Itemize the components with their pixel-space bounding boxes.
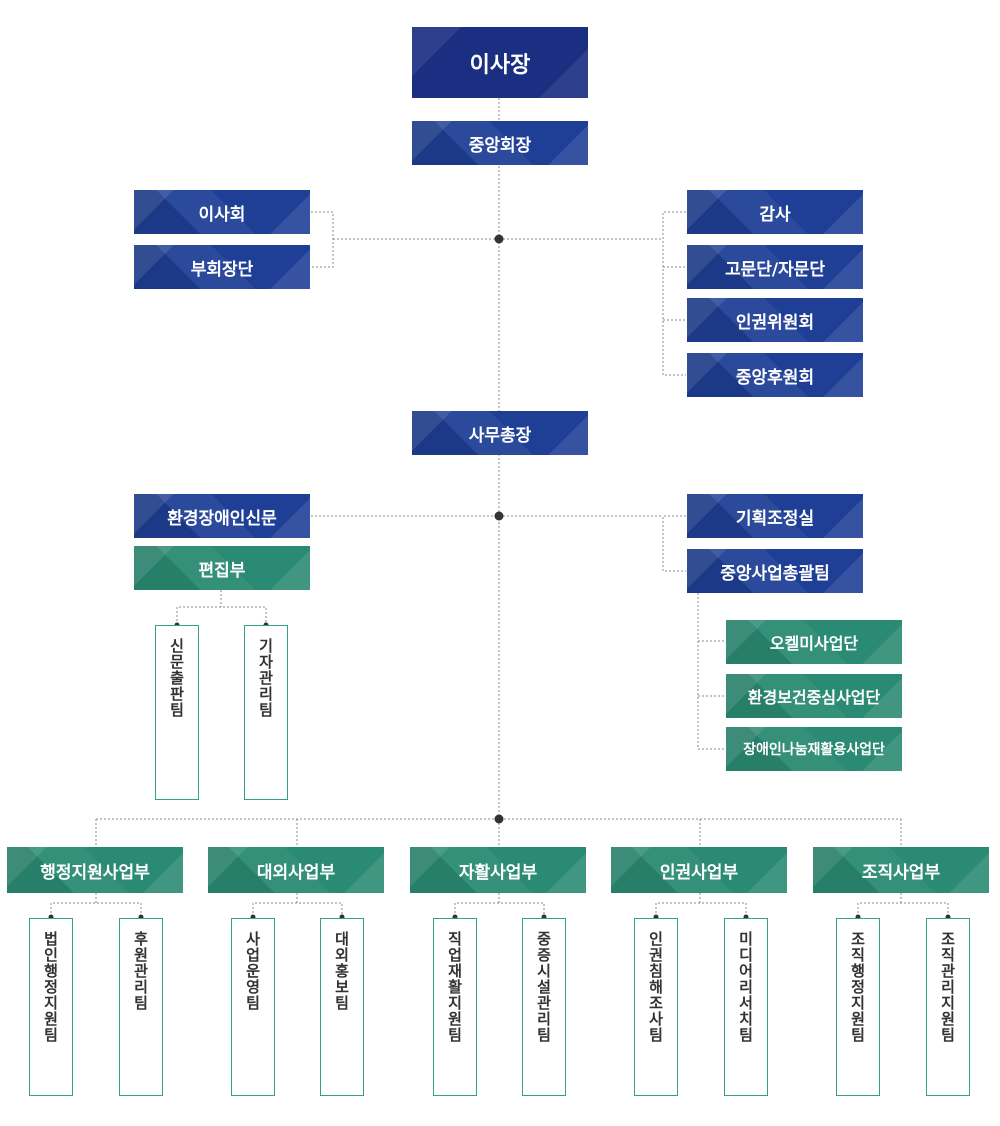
newspaper-label: 환경장애인신문	[167, 508, 277, 529]
sponsors-label: 중앙후원회	[735, 367, 815, 388]
advisory-label: 고문단/자문단	[724, 259, 826, 280]
team-box: 신문출판팀	[155, 625, 199, 800]
team-label: 대외홍보팀	[332, 931, 351, 1011]
division-label: 자활사업부	[458, 862, 538, 883]
team-box: 직업재활지원팀	[433, 918, 477, 1096]
team-label: 직업재활지원팀	[445, 931, 464, 1043]
audit-box: 감사	[687, 190, 863, 234]
project-unit-label: 장애인나눔재활용사업단	[743, 742, 885, 758]
project-unit-label: 환경보건중심사업단	[747, 688, 881, 707]
audit-label: 감사	[759, 204, 791, 225]
president-box: 중앙회장	[412, 121, 588, 165]
human-rights-committee-box: 인권위원회	[687, 298, 863, 342]
division-label: 대외사업부	[256, 862, 336, 883]
team-label: 조직행정지원팀	[848, 931, 867, 1043]
president-label: 중앙회장	[468, 135, 532, 156]
secretary-general-box: 사무총장	[412, 411, 588, 455]
vice-presidents-label: 부회장단	[190, 259, 254, 280]
team-box: 중증시설관리팀	[522, 918, 566, 1096]
division-box: 행정지원사업부	[7, 847, 183, 893]
planning-office-label: 기획조정실	[735, 508, 815, 529]
team-box: 조직행정지원팀	[836, 918, 880, 1096]
division-label: 인권사업부	[659, 862, 739, 883]
team-box: 사업운영팀	[231, 918, 275, 1096]
division-box: 대외사업부	[208, 847, 384, 893]
team-label: 조직관리지원팀	[938, 931, 957, 1043]
vice-presidents-box: 부회장단	[134, 245, 310, 289]
division-box: 조직사업부	[813, 847, 989, 893]
secretary-general-label: 사무총장	[468, 425, 532, 446]
editorial-label: 편집부	[198, 560, 246, 581]
planning-office-box: 기획조정실	[687, 494, 863, 538]
division-label: 행정지원사업부	[40, 862, 150, 883]
board-box: 이사회	[134, 190, 310, 234]
human-rights-committee-label: 인권위원회	[735, 312, 815, 333]
project-unit-label: 오켈미사업단	[769, 634, 859, 653]
division-box: 인권사업부	[611, 847, 787, 893]
project-unit-box: 장애인나눔재활용사업단	[726, 727, 902, 771]
advisory-box: 고문단/자문단	[687, 245, 863, 289]
team-label: 사업운영팀	[243, 931, 262, 1011]
chairman-label: 이사장	[469, 52, 531, 78]
board-label: 이사회	[198, 204, 246, 225]
team-box: 조직관리지원팀	[926, 918, 970, 1096]
team-label: 기자관리팀	[256, 638, 275, 718]
team-label: 후원관리팀	[131, 931, 150, 1011]
team-label: 미디어리서치팀	[736, 931, 755, 1043]
team-box: 대외홍보팀	[320, 918, 364, 1096]
team-label: 신문출판팀	[167, 638, 186, 718]
team-box: 인권침해조사팀	[634, 918, 678, 1096]
team-label: 인권침해조사팀	[646, 931, 665, 1043]
team-box: 기자관리팀	[244, 625, 288, 800]
newspaper-box: 환경장애인신문	[134, 494, 310, 538]
team-box: 후원관리팀	[119, 918, 163, 1096]
division-box: 자활사업부	[410, 847, 586, 893]
central-team-box: 중앙사업총괄팀	[687, 549, 863, 593]
chairman-box: 이사장	[412, 27, 588, 98]
project-unit-box: 환경보건중심사업단	[726, 674, 902, 718]
team-label: 법인행정지원팀	[41, 931, 60, 1043]
team-label: 중증시설관리팀	[534, 931, 553, 1043]
editorial-box: 편집부	[134, 546, 310, 590]
team-box: 법인행정지원팀	[29, 918, 73, 1096]
sponsors-box: 중앙후원회	[687, 353, 863, 397]
division-label: 조직사업부	[861, 862, 941, 883]
team-box: 미디어리서치팀	[724, 918, 768, 1096]
project-unit-box: 오켈미사업단	[726, 620, 902, 664]
central-team-label: 중앙사업총괄팀	[720, 563, 830, 584]
